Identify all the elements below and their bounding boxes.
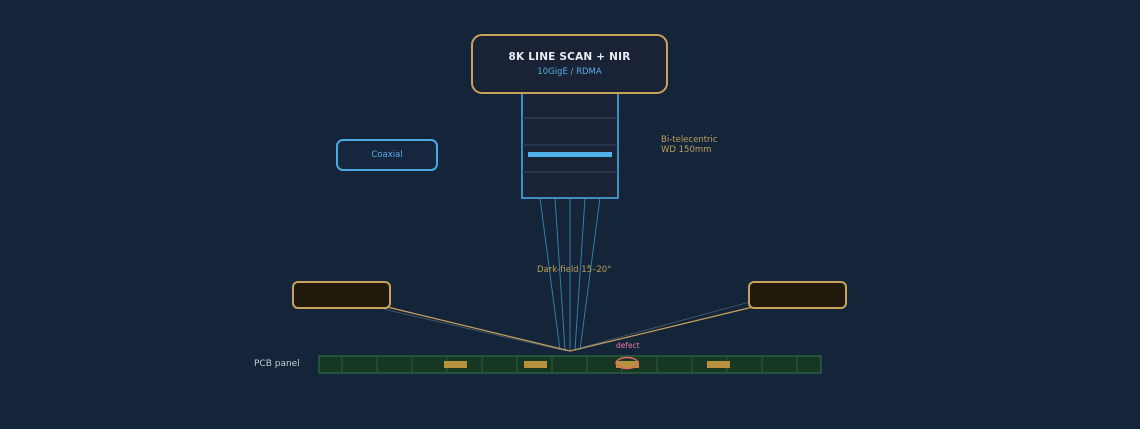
- pcb-component: [707, 361, 730, 368]
- darkfield-ring-light-right: [748, 281, 847, 309]
- lens-label: Bi-telecentric WD 150mm: [661, 135, 718, 155]
- pcb-panel: [318, 355, 822, 374]
- optical-ray: [554, 197, 566, 351]
- camera-interface: 10GigE / RDMA: [537, 67, 602, 77]
- defect-marker: [615, 356, 639, 370]
- darkfield-ray-right: [569, 305, 758, 352]
- darkfield-rays: [382, 299, 758, 352]
- pcb-components: [444, 361, 730, 368]
- pcb-component: [616, 361, 639, 368]
- darkfield-ray-left: [382, 305, 571, 352]
- pcb-panel-label: PCB panel: [254, 359, 300, 369]
- beam-splitter: [528, 152, 612, 157]
- pcb-component: [444, 361, 467, 368]
- coaxial-light-label: Coaxial: [371, 150, 403, 160]
- optical-rays: [539, 197, 601, 351]
- darkfield-ring-light-left: [292, 281, 391, 309]
- optical-ray: [574, 197, 586, 351]
- optical-ray: [539, 197, 561, 351]
- pcb-grid: [341, 357, 798, 372]
- lens-type: Bi-telecentric: [661, 135, 718, 145]
- pcb-component: [524, 361, 547, 368]
- line-scan-camera: 8K LINE SCAN + NIR 10GigE / RDMA: [471, 34, 668, 94]
- darkfield-ray-right-scatter: [575, 299, 758, 350]
- pcb-board: [318, 355, 822, 374]
- optical-ray: [579, 197, 601, 351]
- coaxial-light: Coaxial: [336, 139, 438, 171]
- darkfield-ray-left-scatter: [382, 308, 567, 352]
- darkfield-angle-label: Dark-field 15–20°: [537, 265, 612, 275]
- camera-title: 8K LINE SCAN + NIR: [508, 51, 631, 63]
- lens-working-distance: WD 150mm: [661, 145, 712, 155]
- defect-label: defect: [616, 341, 640, 350]
- telecentric-lens: [521, 91, 619, 199]
